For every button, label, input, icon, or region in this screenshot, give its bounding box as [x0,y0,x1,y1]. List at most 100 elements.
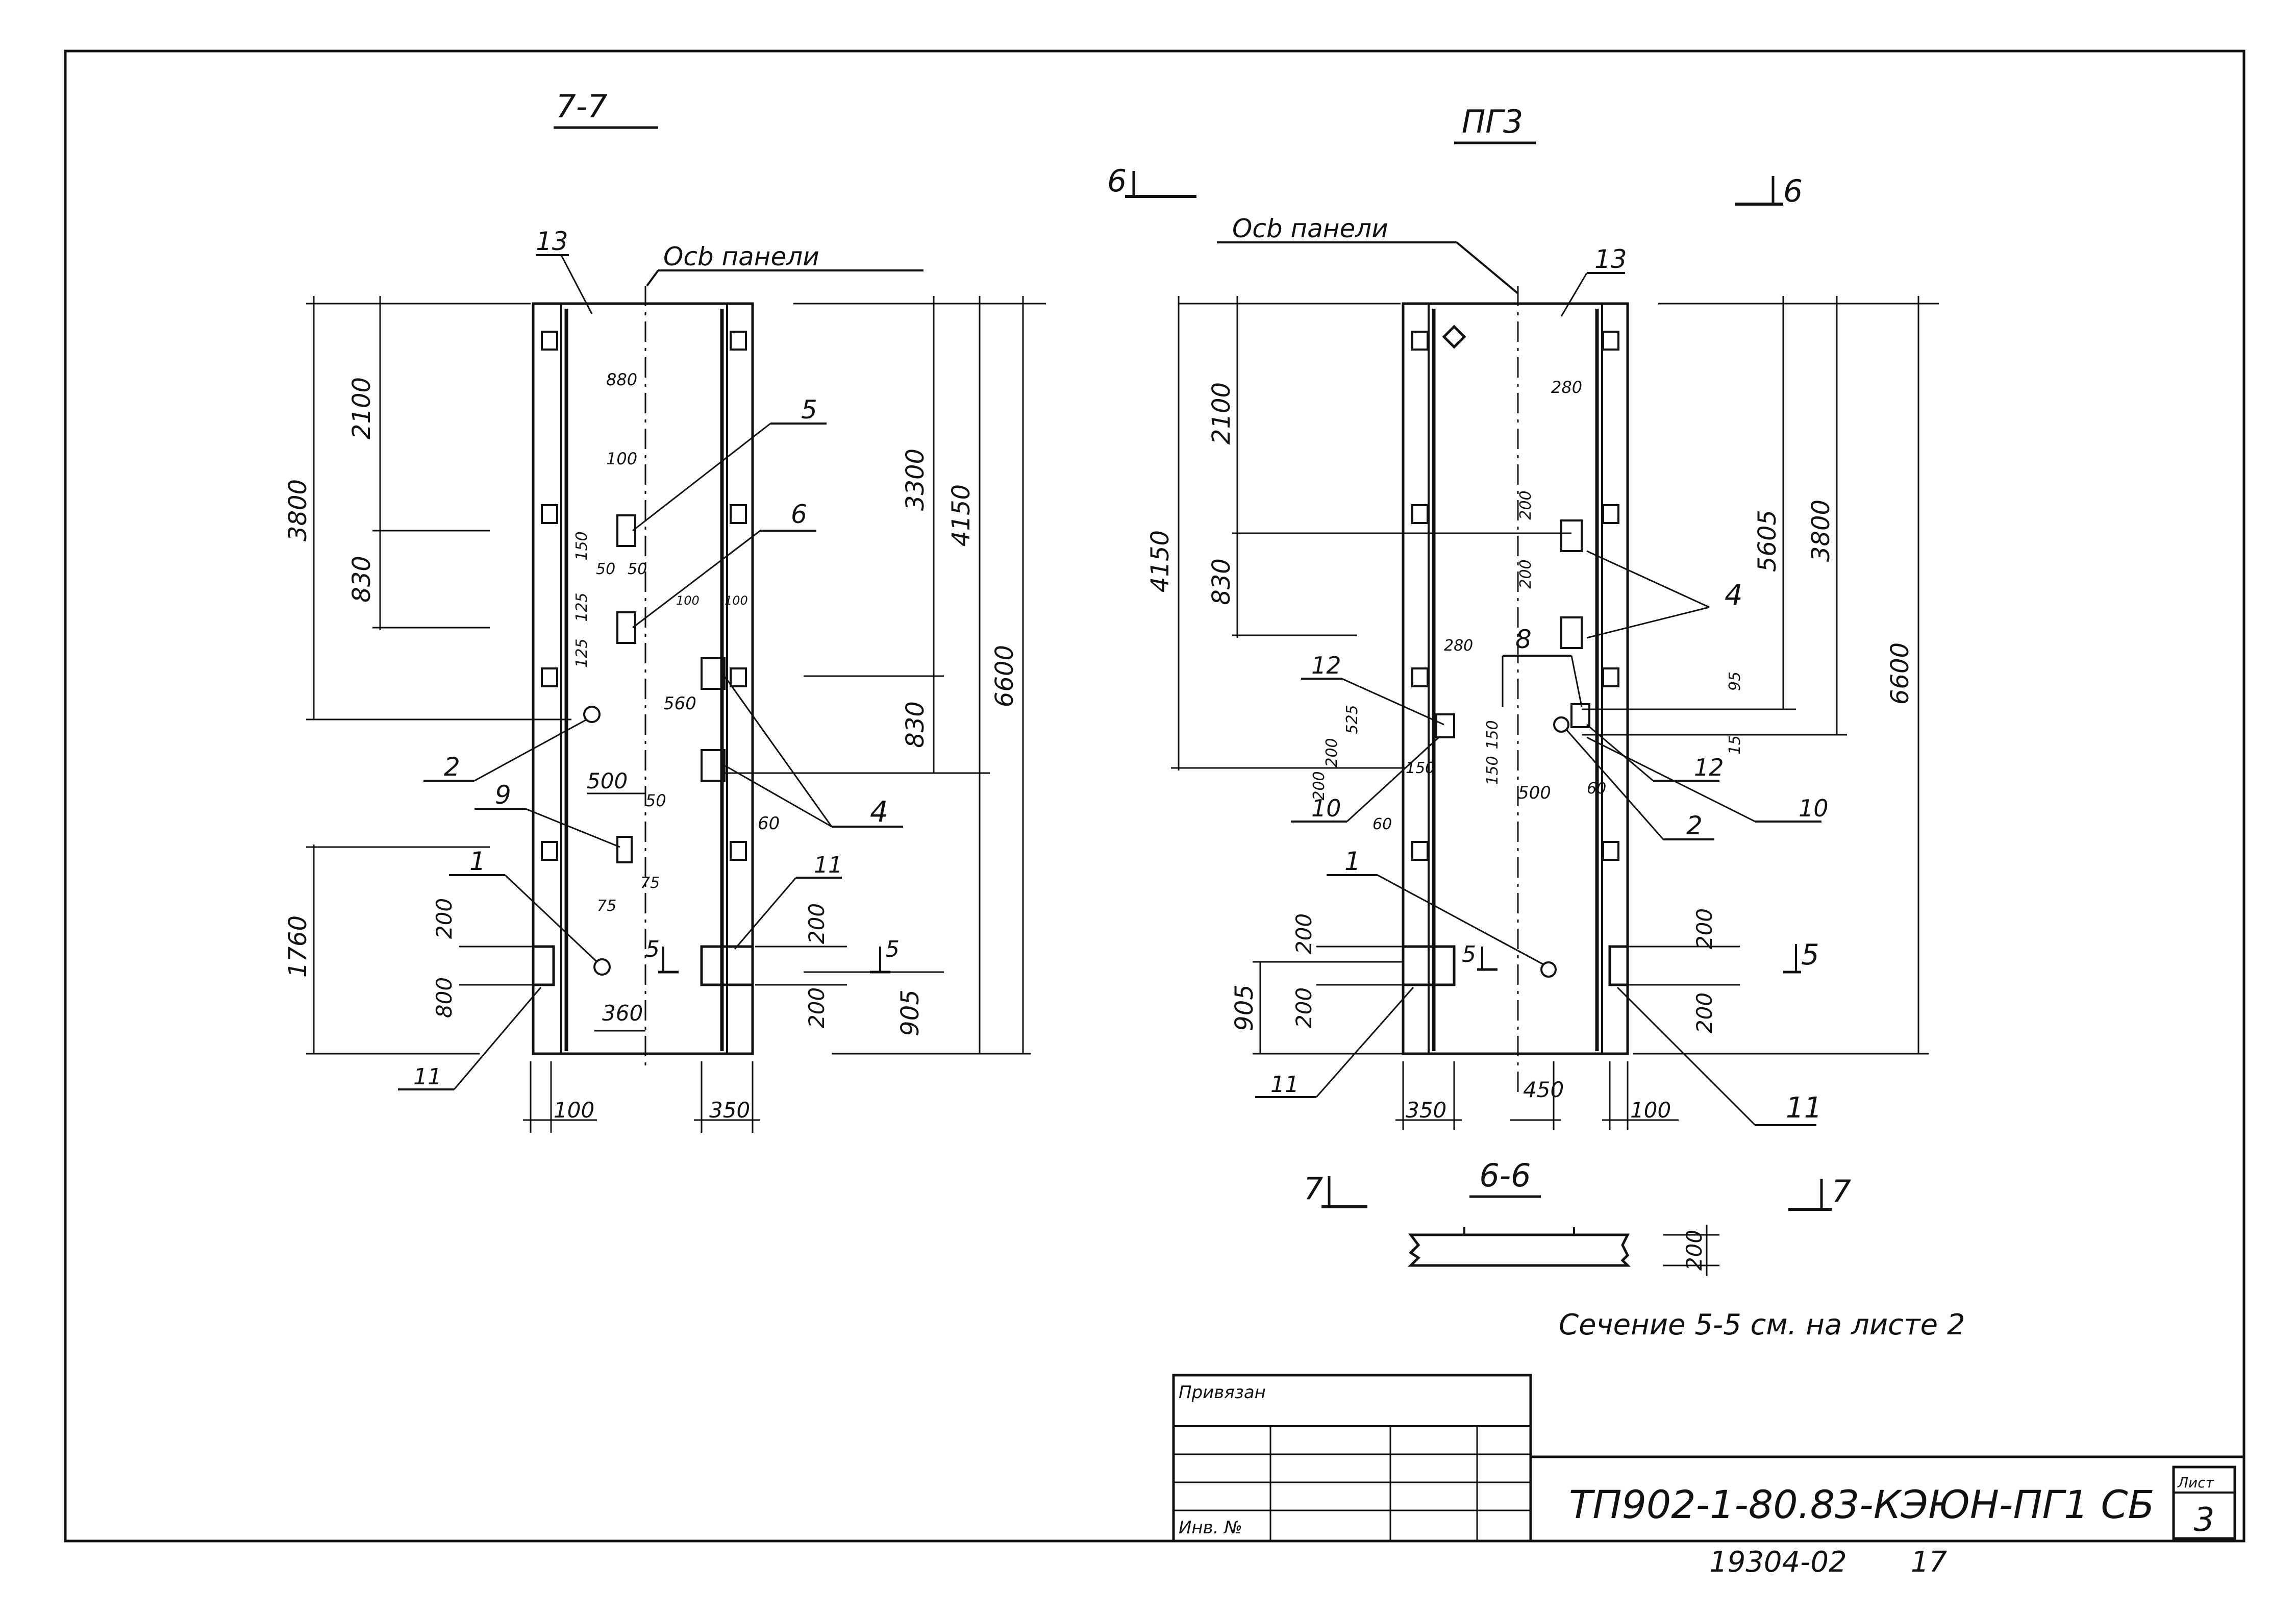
left-dim-500: 500 [587,768,628,793]
right-section-mark-6-right: 6 [1783,173,1803,209]
right-label-11-left: 11 [1270,1072,1299,1098]
right-section-mark-7-right: 7 [1832,1174,1851,1209]
right-dim-525: 525 [1343,705,1361,734]
left-dim-200c: 200 [804,987,829,1028]
right-dimensions-right [1582,296,1939,1055]
right-dim-150b: 150 [1484,720,1502,749]
left-dim-100-bottom: 100 [554,1098,594,1123]
left-dim-2100: 2100 [347,377,376,439]
left-dim-50c: 50 [645,791,666,810]
right-dim-60b: 60 [1587,780,1606,798]
right-dim-200d: 200 [1692,992,1717,1033]
left-dim-360: 360 [602,1001,643,1026]
right-section-mark-5-right: 5 [1801,938,1819,972]
left-dim-100a: 100 [606,449,637,468]
left-dim-100d: 100 [725,593,748,608]
archive-page: 17 [1911,1546,1948,1579]
left-view-title: 7-7 [556,88,607,125]
right-dim-280: 280 [1551,378,1582,397]
archive-number: 19304-02 [1709,1546,1847,1579]
left-dim-1760: 1760 [284,915,312,978]
section-6-6-dim: 200 [1682,1230,1707,1271]
left-dimensions-right [725,296,1046,1055]
right-dim-200e: 200 [1517,490,1535,519]
left-dim-4150: 4150 [947,484,976,546]
right-label-12-left: 12 [1311,652,1341,679]
right-label-8: 8 [1515,625,1532,654]
right-label-1: 1 [1344,847,1361,876]
left-dim-150: 150 [573,531,591,560]
title-block: Привязан Инв. № ТП902-1-80.83-КЭЮН-ПГ1 С… [1172,1374,2244,1579]
left-label-6: 6 [791,500,807,529]
left-view: 7-7 [284,88,1046,1133]
right-dim-905: 905 [1230,984,1259,1031]
right-dim-830: 830 [1207,558,1236,605]
left-label-11-left: 11 [413,1064,442,1090]
left-label-1: 1 [469,847,486,876]
left-dim-905: 905 [896,989,925,1036]
left-dim-60: 60 [758,813,780,834]
right-dim-5605: 5605 [1753,510,1782,572]
right-dim-2100: 2100 [1207,382,1236,444]
right-dim-150c: 150 [1484,756,1502,785]
left-dim-50b: 50 [628,560,647,578]
right-dim-3800: 3800 [1807,500,1835,562]
right-dim-200c: 200 [1692,908,1717,949]
right-section-mark-7-left: 7 [1304,1171,1323,1207]
left-dim-125b: 125 [573,638,591,667]
left-section-mark-5-left: 5 [645,936,660,962]
right-dim-350: 350 [1406,1098,1446,1123]
left-dim-560: 560 [663,693,696,714]
left-dim-3300: 3300 [901,449,930,511]
left-dim-830a: 830 [347,556,376,603]
right-section-mark-6-left: 6 [1107,163,1127,199]
right-dim-200b: 200 [1291,987,1316,1028]
title-block-sheet-number: 3 [2194,1501,2215,1539]
left-dim-880: 880 [606,370,637,389]
right-dim-500: 500 [1518,783,1551,803]
right-dim-15: 15 [1726,735,1744,755]
section-6-6-profile [1407,1233,1631,1267]
right-section-mark-5-left: 5 [1462,941,1476,967]
right-dim-95: 95 [1726,672,1744,691]
right-label-11-right: 11 [1786,1091,1822,1125]
sheet-frame [64,49,2245,1543]
left-dim-50a: 50 [596,560,615,578]
right-dim-6600: 6600 [1886,642,1914,705]
left-dim-100c: 100 [676,593,700,608]
right-label-4: 4 [1725,579,1743,612]
right-view: ПГ3 6 6 Осb панели [1107,103,1939,1211]
left-axis-label: Осb панели [663,242,819,271]
left-label-5: 5 [801,395,817,425]
left-label-4: 4 [870,796,888,829]
right-dim-60a: 60 [1372,815,1392,833]
right-dim-450: 450 [1523,1077,1564,1102]
section-note: Сечение 5-5 см. на листе 2 [1559,1308,1965,1341]
left-panel [532,286,754,1072]
right-dim-200h: 200 [1310,771,1328,800]
right-dim-280b: 280 [1444,637,1473,655]
left-dim-3800: 3800 [284,479,312,541]
section-6-6: 6-6 200 [1407,1157,1719,1276]
right-dim-200f: 200 [1517,559,1535,588]
right-dimensions-left [1171,296,1571,1055]
title-block-sheet-label: Лист [2177,1474,2214,1491]
right-label-13: 13 [1594,244,1627,274]
left-dim-200b: 200 [804,903,829,944]
left-dim-6600: 6600 [990,645,1019,707]
section-6-6-title: 6-6 [1479,1157,1531,1194]
left-dim-800: 800 [432,977,457,1018]
title-block-inv: Инв. № [1179,1518,1242,1538]
left-label-2: 2 [444,752,460,782]
right-label-12-right: 12 [1694,754,1724,781]
right-label-10-right: 10 [1799,794,1829,822]
right-dim-200g: 200 [1323,738,1341,767]
right-label-10-left: 10 [1311,794,1341,822]
left-label-11-right: 11 [814,852,842,878]
title-block-privyazan: Привязан [1179,1382,1266,1403]
right-label-2: 2 [1686,811,1703,840]
right-axis-label: Осb панели [1232,214,1388,243]
left-dim-200a: 200 [432,898,457,939]
left-dim-75b: 75 [597,897,616,915]
